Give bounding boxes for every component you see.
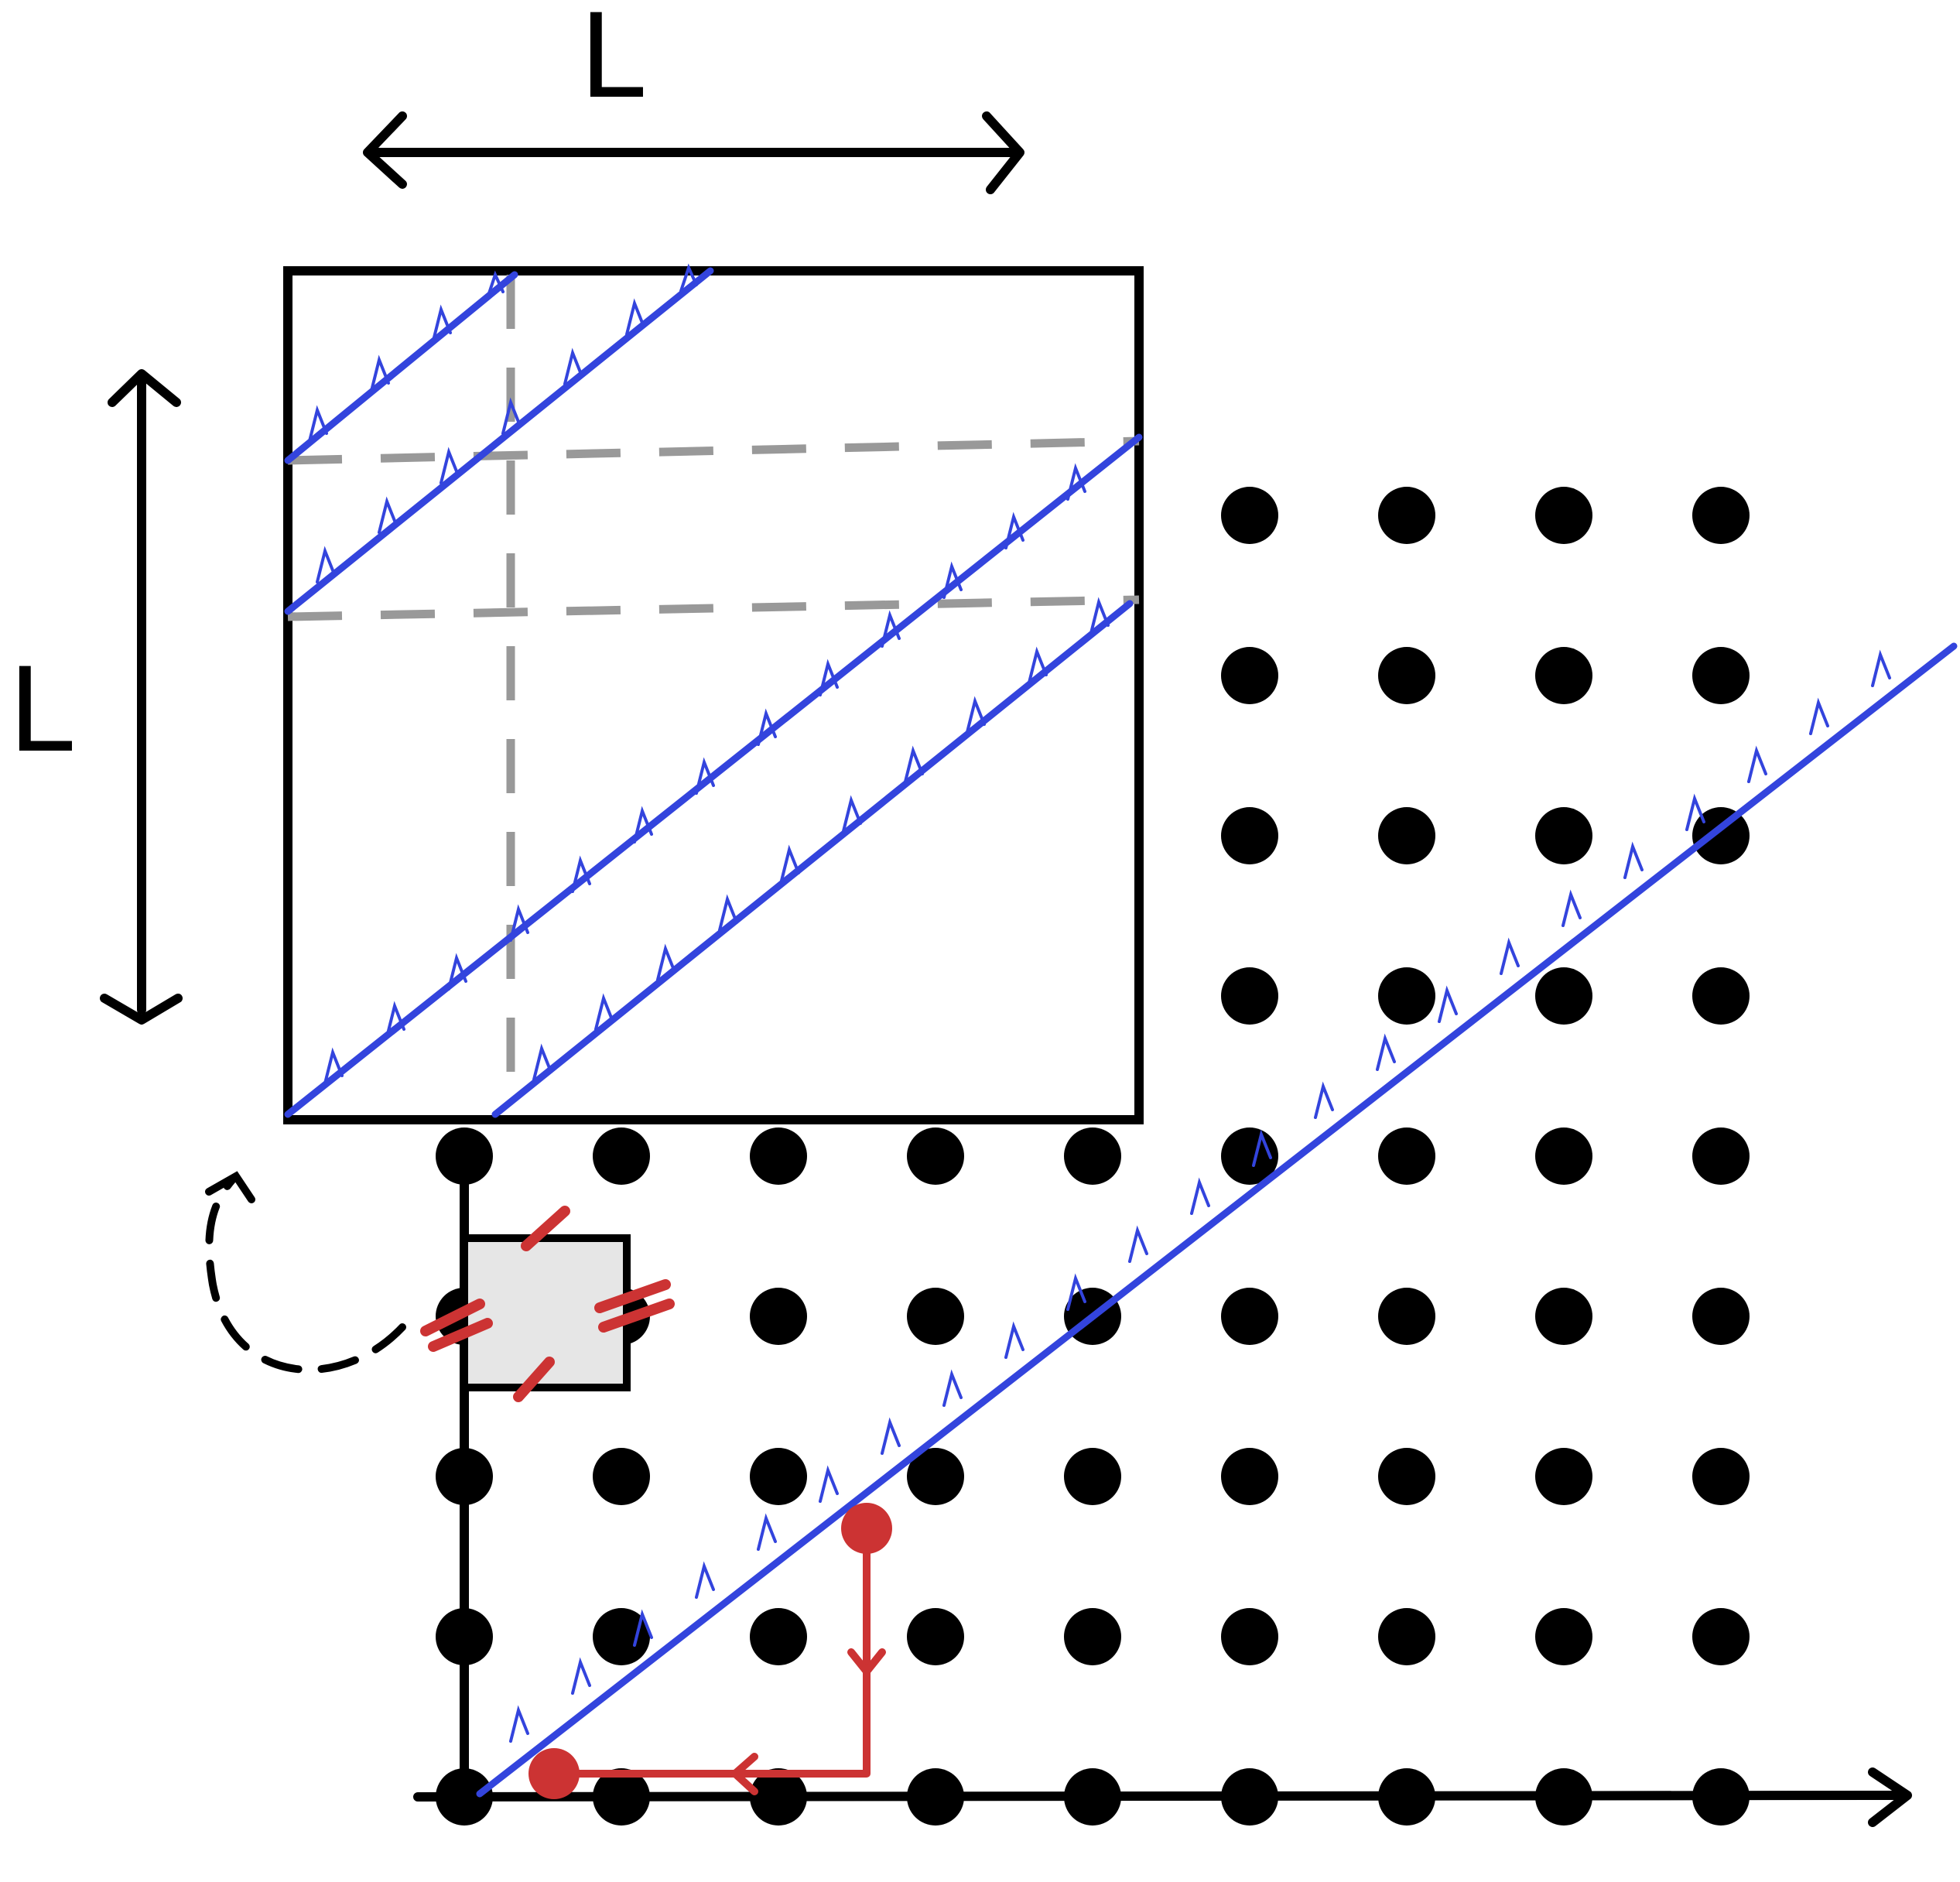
lattice-point (750, 1288, 807, 1345)
lattice-point (1221, 487, 1278, 544)
lattice-point (1692, 1448, 1750, 1505)
lattice-point (1378, 647, 1435, 704)
lattice-point (1692, 647, 1750, 704)
red-displacement-path (553, 1524, 886, 1795)
lattice-point (1692, 807, 1750, 864)
wrap-curve-arrow (205, 1176, 406, 1374)
lattice-trajectory (476, 642, 1958, 1798)
lattice-point (1221, 967, 1278, 1025)
lattice-point (1692, 1127, 1750, 1185)
curve-arrow-head-icon (205, 1171, 255, 1203)
lattice-point (1221, 1608, 1278, 1665)
lattice-point (1064, 1608, 1121, 1665)
identification-ticks (420, 1206, 675, 1402)
lattice-point (750, 1127, 807, 1185)
vertical-length-arrow (100, 369, 183, 1025)
lattice-point (593, 1127, 650, 1185)
lattice-point (750, 1448, 807, 1505)
lattice-point (1535, 807, 1592, 864)
lattice-point (1692, 967, 1750, 1025)
lattice-point (593, 1608, 650, 1665)
lattice-point (1378, 1288, 1435, 1345)
lattice-point (1221, 647, 1278, 704)
lattice-point (1221, 1288, 1278, 1345)
lattice-point (1535, 1288, 1592, 1345)
lattice-points (436, 487, 1750, 1826)
lattice-point (1378, 487, 1435, 544)
red-start-point (528, 1748, 580, 1799)
lattice-point (1692, 487, 1750, 544)
lattice-point (1535, 1127, 1592, 1185)
lattice-point (907, 1288, 964, 1345)
lattice-point (1692, 1288, 1750, 1345)
lattice-point (1221, 807, 1278, 864)
lattice-point (1378, 1127, 1435, 1185)
lattice-point (907, 1127, 964, 1185)
horizontal-length-arrow (363, 111, 1024, 194)
lattice-point (1064, 1448, 1121, 1505)
lattice-point (1535, 1448, 1592, 1505)
lattice-point (750, 1608, 807, 1665)
vertical-length-label: L (8, 644, 73, 778)
lattice-point (1692, 1608, 1750, 1665)
lattice-point (1535, 967, 1592, 1025)
red-end-point (841, 1503, 892, 1554)
lattice-point (1378, 967, 1435, 1025)
lattice-point (1064, 1127, 1121, 1185)
lattice-point (907, 1608, 964, 1665)
lattice-point (1378, 1448, 1435, 1505)
lattice-point (1378, 807, 1435, 864)
lattice-point (436, 1127, 493, 1185)
lattice-point (1535, 647, 1592, 704)
lattice-point (1535, 487, 1592, 544)
lattice-point (1221, 1448, 1278, 1505)
wrapped-trajectory (284, 263, 1143, 1118)
lattice-point (593, 1448, 650, 1505)
horizontal-length-label: L (579, 0, 644, 125)
lattice-point (907, 1448, 964, 1505)
lattice-point (1378, 1608, 1435, 1665)
lattice-point (1535, 1608, 1592, 1665)
dashed-guide-lines (287, 275, 1140, 1076)
